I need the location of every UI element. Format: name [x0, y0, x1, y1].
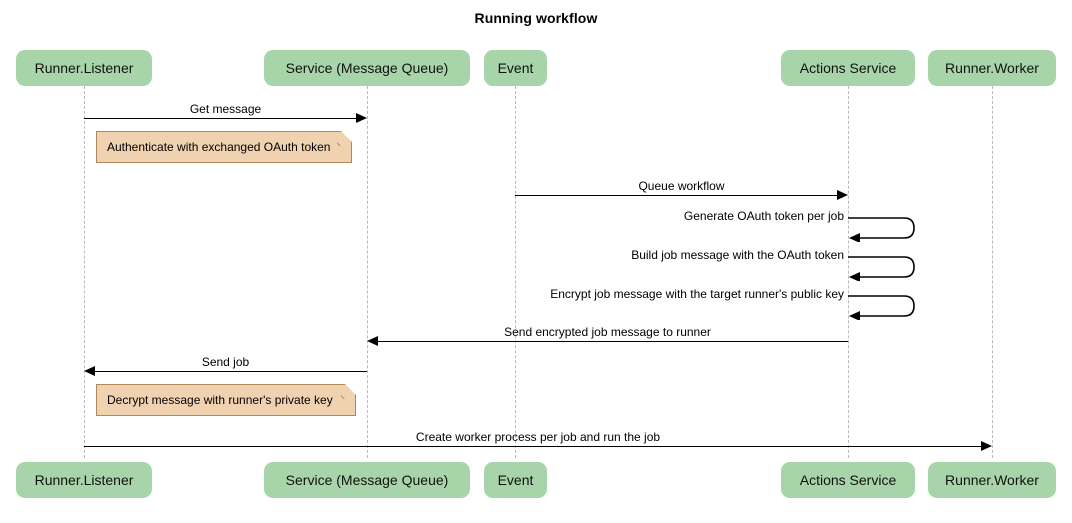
participant-service-message-queue-bottom[interactable]: Service (Message Queue) [264, 462, 470, 498]
arrowhead-get-message [356, 113, 367, 123]
participant-label: Runner.Worker [945, 472, 1039, 488]
note-label: Authenticate with exchanged OAuth token [107, 140, 331, 154]
participant-runner-worker-bottom[interactable]: Runner.Worker [928, 462, 1056, 498]
message-label-generate-oauth-token: Generate OAuth token per job [683, 209, 844, 223]
self-loop-build-job-message [848, 255, 928, 281]
message-line-queue-workflow [515, 195, 837, 196]
lifeline-runner-listener [84, 86, 85, 458]
participant-label: Actions Service [799, 60, 897, 76]
note-authenticate-oauth: Authenticate with exchanged OAuth token [96, 131, 352, 163]
arrowhead-send-encrypted-job [367, 336, 378, 346]
message-label-create-worker-process: Create worker process per job and run th… [415, 430, 661, 444]
participant-service-message-queue-top[interactable]: Service (Message Queue) [264, 50, 470, 86]
participant-label: Service (Message Queue) [285, 60, 449, 76]
participant-label: Service (Message Queue) [285, 472, 449, 488]
lifeline-event [515, 86, 516, 458]
lifeline-actions-service [848, 86, 849, 458]
participant-actions-service-top[interactable]: Actions Service [781, 50, 915, 86]
self-loop-generate-oauth-token [848, 216, 928, 242]
message-line-get-message [84, 118, 356, 119]
participant-label: Event [497, 472, 534, 488]
note-fold-edge-icon [341, 384, 356, 399]
message-label-queue-workflow: Queue workflow [638, 179, 725, 193]
lifeline-runner-worker [992, 86, 993, 458]
participant-label: Runner.Listener [34, 60, 134, 76]
message-line-send-encrypted-job [378, 341, 848, 342]
message-label-encrypt-job-message: Encrypt job message with the target runn… [550, 287, 844, 301]
message-label-send-job: Send job [201, 355, 250, 369]
note-fold-edge-icon [337, 131, 352, 146]
participant-label: Actions Service [799, 472, 897, 488]
participant-runner-worker-top[interactable]: Runner.Worker [928, 50, 1056, 86]
participant-actions-service-bottom[interactable]: Actions Service [781, 462, 915, 498]
participant-label: Runner.Listener [34, 472, 134, 488]
arrowhead-queue-workflow [837, 190, 848, 200]
message-line-create-worker-process [84, 446, 981, 447]
note-label: Decrypt message with runner's private ke… [107, 393, 333, 407]
participant-label: Runner.Worker [945, 60, 1039, 76]
participant-runner-listener-top[interactable]: Runner.Listener [16, 50, 152, 86]
participant-label: Event [497, 60, 534, 76]
message-label-get-message: Get message [189, 102, 262, 116]
message-label-send-encrypted-job: Send encrypted job message to runner [504, 325, 711, 339]
arrowhead-send-job [84, 366, 95, 376]
participant-runner-listener-bottom[interactable]: Runner.Listener [16, 462, 152, 498]
page-title: Running workflow [474, 10, 598, 26]
participant-event-top[interactable]: Event [484, 50, 547, 86]
message-line-send-job [95, 371, 367, 372]
message-label-build-job-message: Build job message with the OAuth token [631, 248, 844, 262]
self-loop-encrypt-job-message [848, 294, 928, 320]
note-decrypt-message: Decrypt message with runner's private ke… [96, 384, 356, 416]
arrowhead-create-worker-process [981, 441, 992, 451]
participant-event-bottom[interactable]: Event [484, 462, 547, 498]
lifeline-service-message-queue [367, 86, 368, 458]
